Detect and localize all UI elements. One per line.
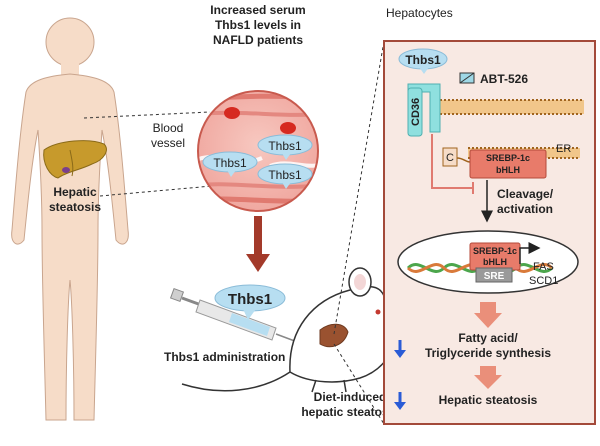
svg-text:bHLH: bHLH	[496, 165, 520, 175]
abt526-label: ABT-526	[480, 72, 528, 86]
svg-text:CD36: CD36	[410, 98, 422, 126]
serum-title-2: Thbs1 levels in	[215, 18, 301, 32]
red-blood-cell	[224, 107, 240, 119]
scd1-label: SCD1	[529, 275, 558, 287]
abt526-icon	[459, 72, 475, 84]
nucleus: SREBP-1c bHLH SRE FAS SCD1	[397, 230, 579, 294]
svg-text:ER: ER	[556, 143, 571, 155]
down-arrow-blue	[394, 392, 406, 410]
mouse-icon	[181, 267, 397, 393]
blood-vessel-label-1: Blood	[153, 121, 184, 135]
svg-text:SREBP-1c: SREBP-1c	[486, 153, 530, 163]
svg-text:Thbs1: Thbs1	[405, 53, 441, 67]
down-arrow-blue	[394, 340, 406, 358]
salmon-arrow	[474, 302, 502, 328]
cleavage-label-1: Cleavage/	[497, 187, 554, 201]
svg-text:SREBP-1c: SREBP-1c	[473, 246, 517, 256]
thbs1-bubble: Thbs1	[257, 134, 313, 160]
svg-text:C: C	[446, 152, 454, 164]
salmon-arrow	[474, 366, 502, 389]
serum-title-3: NAFLD patients	[213, 33, 303, 47]
fas-label: FAS	[533, 261, 554, 273]
fatty-acid-label-1: Fatty acid/	[458, 331, 518, 345]
panel-hepatic-steatosis-label: Hepatic steatosis	[439, 393, 538, 407]
dashed-connector-lower	[99, 185, 213, 197]
cd36-receptor: CD36	[407, 83, 441, 137]
thbs1-bubble-syringe: Thbs1	[214, 284, 286, 320]
fatty-acid-label-2: Triglyceride synthesis	[425, 346, 551, 360]
svg-text:Thbs1: Thbs1	[228, 291, 272, 308]
syringe-icon	[169, 287, 301, 344]
hepatic-steatosis-label-2: steatosis	[49, 200, 101, 214]
svg-text:Thbs1: Thbs1	[268, 168, 302, 182]
inhibition-line	[431, 134, 472, 189]
dashed-connector-panel-top	[333, 40, 385, 335]
diet-label-2: hepatic steatosis	[301, 405, 399, 419]
diet-label-1: Diet-induced	[314, 390, 387, 404]
thbs1-bubble: Thbs1	[202, 151, 258, 177]
human-body	[11, 17, 129, 421]
blood-vessel	[197, 90, 319, 212]
liver-icon	[43, 140, 107, 179]
dashed-connector-panel-bottom	[333, 343, 385, 425]
thbs1-ligand: Thbs1	[398, 48, 448, 74]
svg-text:SRE: SRE	[484, 271, 505, 282]
red-blood-cell	[280, 122, 296, 134]
srebp-er-complex: C SREBP-1c bHLH ER	[442, 143, 580, 179]
svg-text:Thbs1: Thbs1	[268, 139, 302, 153]
cleavage-label-2: activation	[497, 202, 553, 216]
svg-text:bHLH: bHLH	[483, 257, 507, 267]
panel-title: Hepatocytes	[386, 6, 453, 20]
down-arrow	[246, 216, 270, 272]
thbs1-bubble: Thbs1	[257, 163, 313, 189]
cell-membrane	[432, 99, 584, 115]
svg-text:Thbs1: Thbs1	[213, 156, 247, 170]
blood-vessel-label-2: vessel	[151, 136, 185, 150]
hepatic-steatosis-label-1: Hepatic	[53, 185, 97, 199]
administration-label: Thbs1 administration	[164, 350, 285, 364]
serum-title-1: Increased serum	[210, 3, 305, 17]
